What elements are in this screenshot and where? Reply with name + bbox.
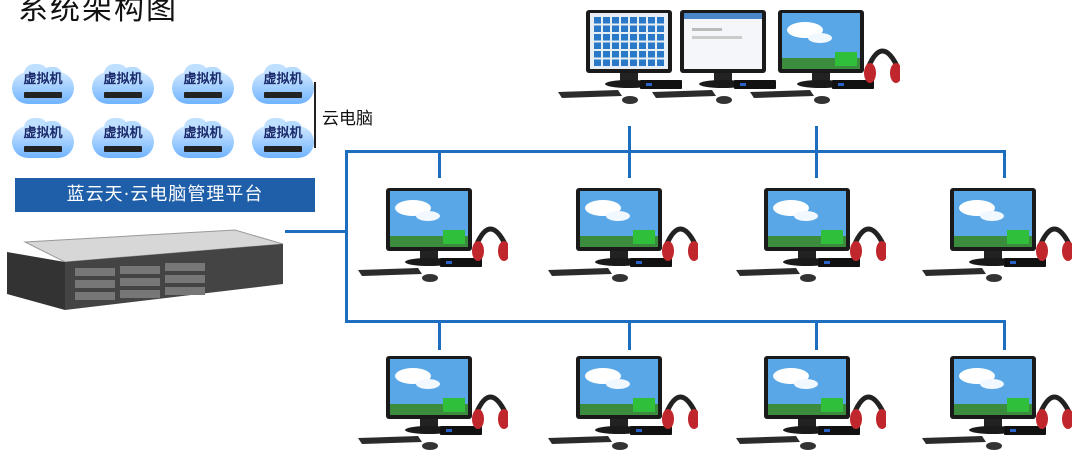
vm-cloud-icon: 虚拟机	[92, 118, 154, 160]
vm-label: 虚拟机	[103, 126, 143, 141]
server-link-line	[285, 230, 347, 233]
vm-label: 虚拟机	[263, 126, 303, 141]
vm-label: 虚拟机	[23, 72, 63, 87]
vm-cloud-icon: 虚拟机	[172, 118, 234, 160]
network-drop-line	[1003, 150, 1006, 178]
vm-cloud-icon: 虚拟机	[12, 64, 74, 106]
workstation-icon	[558, 10, 682, 104]
vm-cloud-icon: 虚拟机	[252, 118, 314, 160]
diagram-title: 系统架构图	[18, 0, 178, 27]
network-drop-line	[815, 126, 818, 152]
network-drop-line	[628, 320, 631, 350]
network-drop-line	[438, 320, 441, 350]
vm-cloud-icon: 虚拟机	[12, 118, 74, 160]
network-drop-line	[438, 150, 441, 178]
vm-label: 虚拟机	[23, 126, 63, 141]
workstation-icon	[652, 10, 776, 104]
network-bus-top	[345, 150, 1005, 153]
vm-label: 虚拟机	[263, 72, 303, 87]
workstation-icon	[736, 188, 886, 282]
network-drop-line	[1003, 320, 1006, 350]
platform-banner: 蓝云天·云电脑管理平台	[15, 178, 315, 212]
cloud-pc-label: 云电脑	[322, 109, 373, 129]
vm-label: 虚拟机	[183, 72, 223, 87]
network-drop-line	[628, 150, 631, 178]
workstation-icon	[548, 356, 698, 450]
network-bus-bottom	[345, 320, 1005, 323]
vm-label: 虚拟机	[103, 72, 143, 87]
network-trunk-line	[345, 150, 348, 322]
workstation-icon	[922, 188, 1072, 282]
network-drop-line	[815, 150, 818, 178]
network-drop-line	[815, 320, 818, 350]
workstation-icon	[358, 188, 508, 282]
vm-cloud-icon: 虚拟机	[252, 64, 314, 106]
workstation-icon	[358, 356, 508, 450]
network-drop-line	[628, 126, 631, 152]
server-icon	[7, 229, 284, 310]
vm-cloud-icon: 虚拟机	[92, 64, 154, 106]
cloud-pc-brace	[314, 82, 316, 148]
vm-label: 虚拟机	[183, 126, 223, 141]
vm-cloud-icon: 虚拟机	[172, 64, 234, 106]
workstation-icon	[750, 10, 900, 104]
workstation-icon	[548, 188, 698, 282]
workstation-icon	[736, 356, 886, 450]
workstation-icon	[922, 356, 1072, 450]
